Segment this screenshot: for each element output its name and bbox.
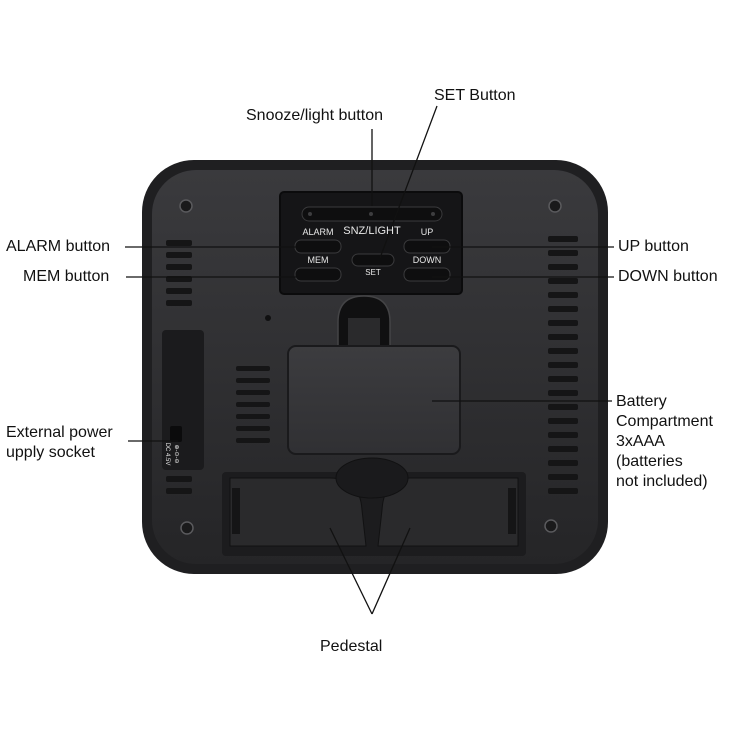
- pedestal-callout: Pedestal: [320, 638, 383, 655]
- right-vent: [548, 236, 578, 494]
- battery-cover[interactable]: [287, 345, 461, 455]
- left-vent: [166, 240, 192, 494]
- device-down-label: DOWN: [412, 255, 442, 265]
- power-callout-line-1: External power: [6, 424, 113, 441]
- device-alarm-label: ALARM: [302, 227, 334, 237]
- set-button[interactable]: [351, 253, 395, 267]
- device-dc-label: DC 4.5V: [164, 442, 170, 466]
- screw-icons: [179, 199, 562, 535]
- power-socket: [170, 426, 182, 442]
- set-callout: SET Button: [434, 87, 516, 104]
- power-callout-line-2: upply socket: [6, 444, 95, 461]
- center-vent: [236, 366, 270, 443]
- battery-callout-line-3: 3xAAA: [616, 433, 665, 450]
- alarm-button[interactable]: [294, 239, 342, 254]
- device-snz-light-label: SNZ/LIGHT: [343, 225, 401, 237]
- device-set-label: SET: [365, 268, 381, 277]
- battery-callout-line-4: (batteries: [616, 453, 683, 470]
- device-polarity-label: ⊕-⊙-⊖: [173, 444, 179, 464]
- pedestal: [222, 457, 526, 556]
- battery-callout-line-2: Compartment: [616, 413, 713, 430]
- alarm-callout: ALARM button: [6, 238, 111, 255]
- mem-callout: MEM button: [23, 268, 110, 285]
- battery-callout: Battery Compartment 3xAAA (batteries not…: [616, 392, 713, 492]
- battery-callout-line-1: Battery: [616, 393, 667, 410]
- battery-callout-line-5: not included): [616, 473, 708, 490]
- down-callout: DOWN button: [618, 268, 718, 285]
- power-callout: External power upply socket: [6, 423, 113, 463]
- up-callout: UP button: [618, 238, 689, 255]
- callout-lines: [125, 105, 614, 615]
- device-mem-label: MEM: [307, 255, 329, 265]
- mem-button[interactable]: [294, 267, 342, 282]
- device-up-label: UP: [420, 227, 434, 237]
- snooze-light-callout: Snooze/light button: [246, 107, 383, 124]
- down-button[interactable]: [403, 267, 451, 282]
